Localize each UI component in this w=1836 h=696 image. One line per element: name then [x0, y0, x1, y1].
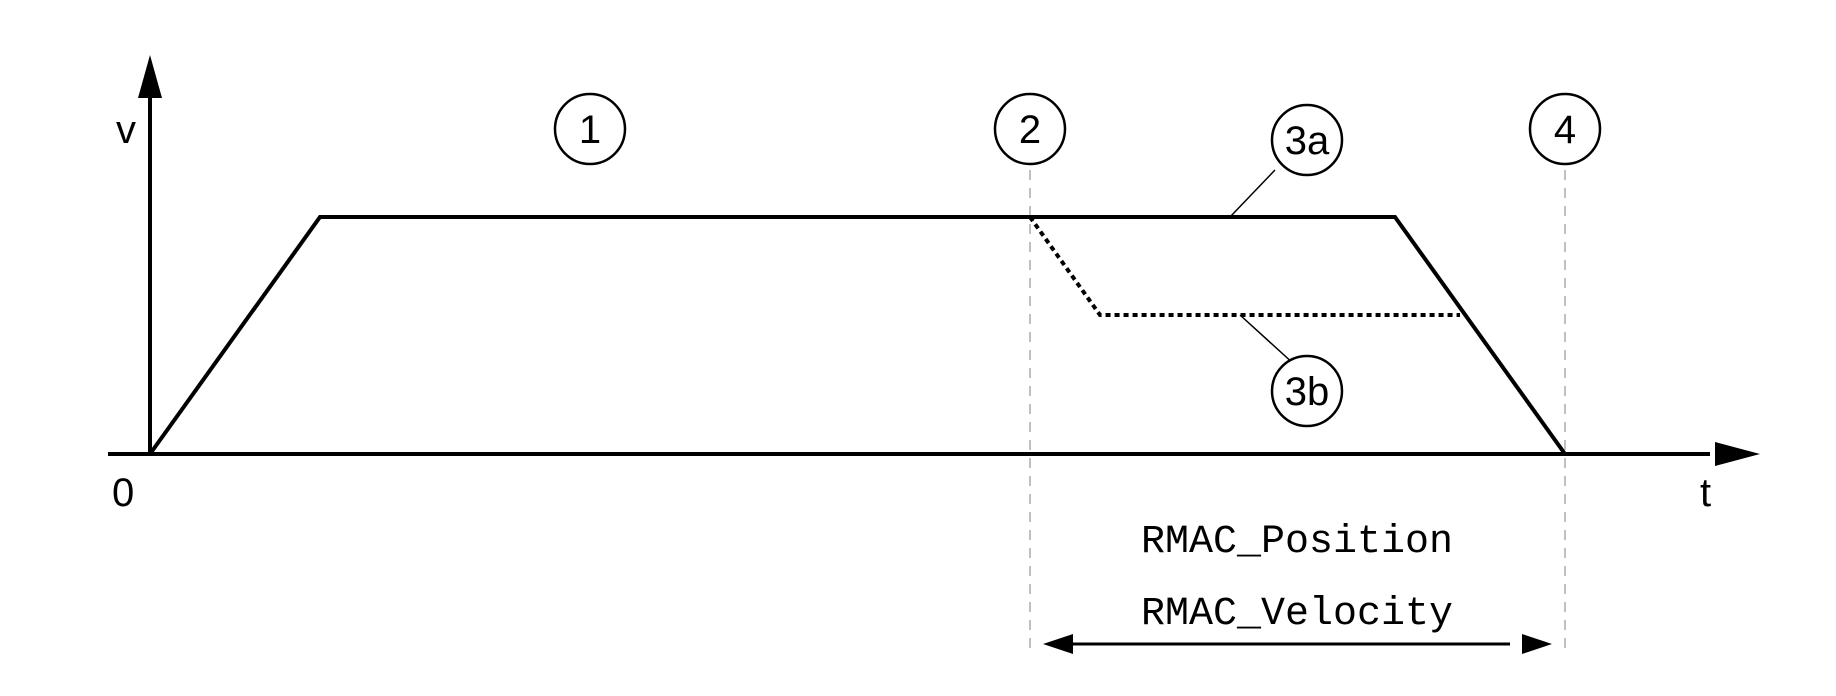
span-arrow-left-head: [1043, 634, 1073, 654]
marker-3b: 3b: [1270, 354, 1344, 428]
y-axis: [138, 55, 162, 455]
parameter-position-label: RMAC_Position: [1141, 520, 1453, 565]
x-axis: [108, 442, 1760, 466]
marker-2-label: 2: [1019, 108, 1041, 152]
x-axis-arrowhead: [1715, 442, 1760, 466]
leader-line-3a: [1229, 169, 1276, 218]
span-arrow: [1043, 634, 1552, 654]
span-arrow-right-head: [1522, 634, 1552, 654]
marker-4-label: 4: [1554, 108, 1576, 152]
y-axis-arrowhead: [138, 55, 162, 98]
marker-4: 4: [1528, 92, 1602, 166]
marker-1-label: 1: [579, 108, 601, 152]
marker-3a: 3a: [1270, 103, 1344, 177]
velocity-profile-3a: [148, 215, 1567, 456]
marker-3b-label: 3b: [1285, 370, 1330, 414]
y-axis-label: v: [116, 108, 136, 152]
marker-1: 1: [553, 92, 627, 166]
origin-label: 0: [112, 471, 134, 515]
x-axis-label: t: [1700, 471, 1711, 515]
marker-3a-label: 3a: [1285, 119, 1330, 163]
velocity-profile-3b: [1028, 215, 1460, 317]
marker-2: 2: [993, 92, 1067, 166]
parameter-velocity-label: RMAC_Velocity: [1141, 592, 1453, 637]
leader-line-3b: [1239, 314, 1296, 366]
